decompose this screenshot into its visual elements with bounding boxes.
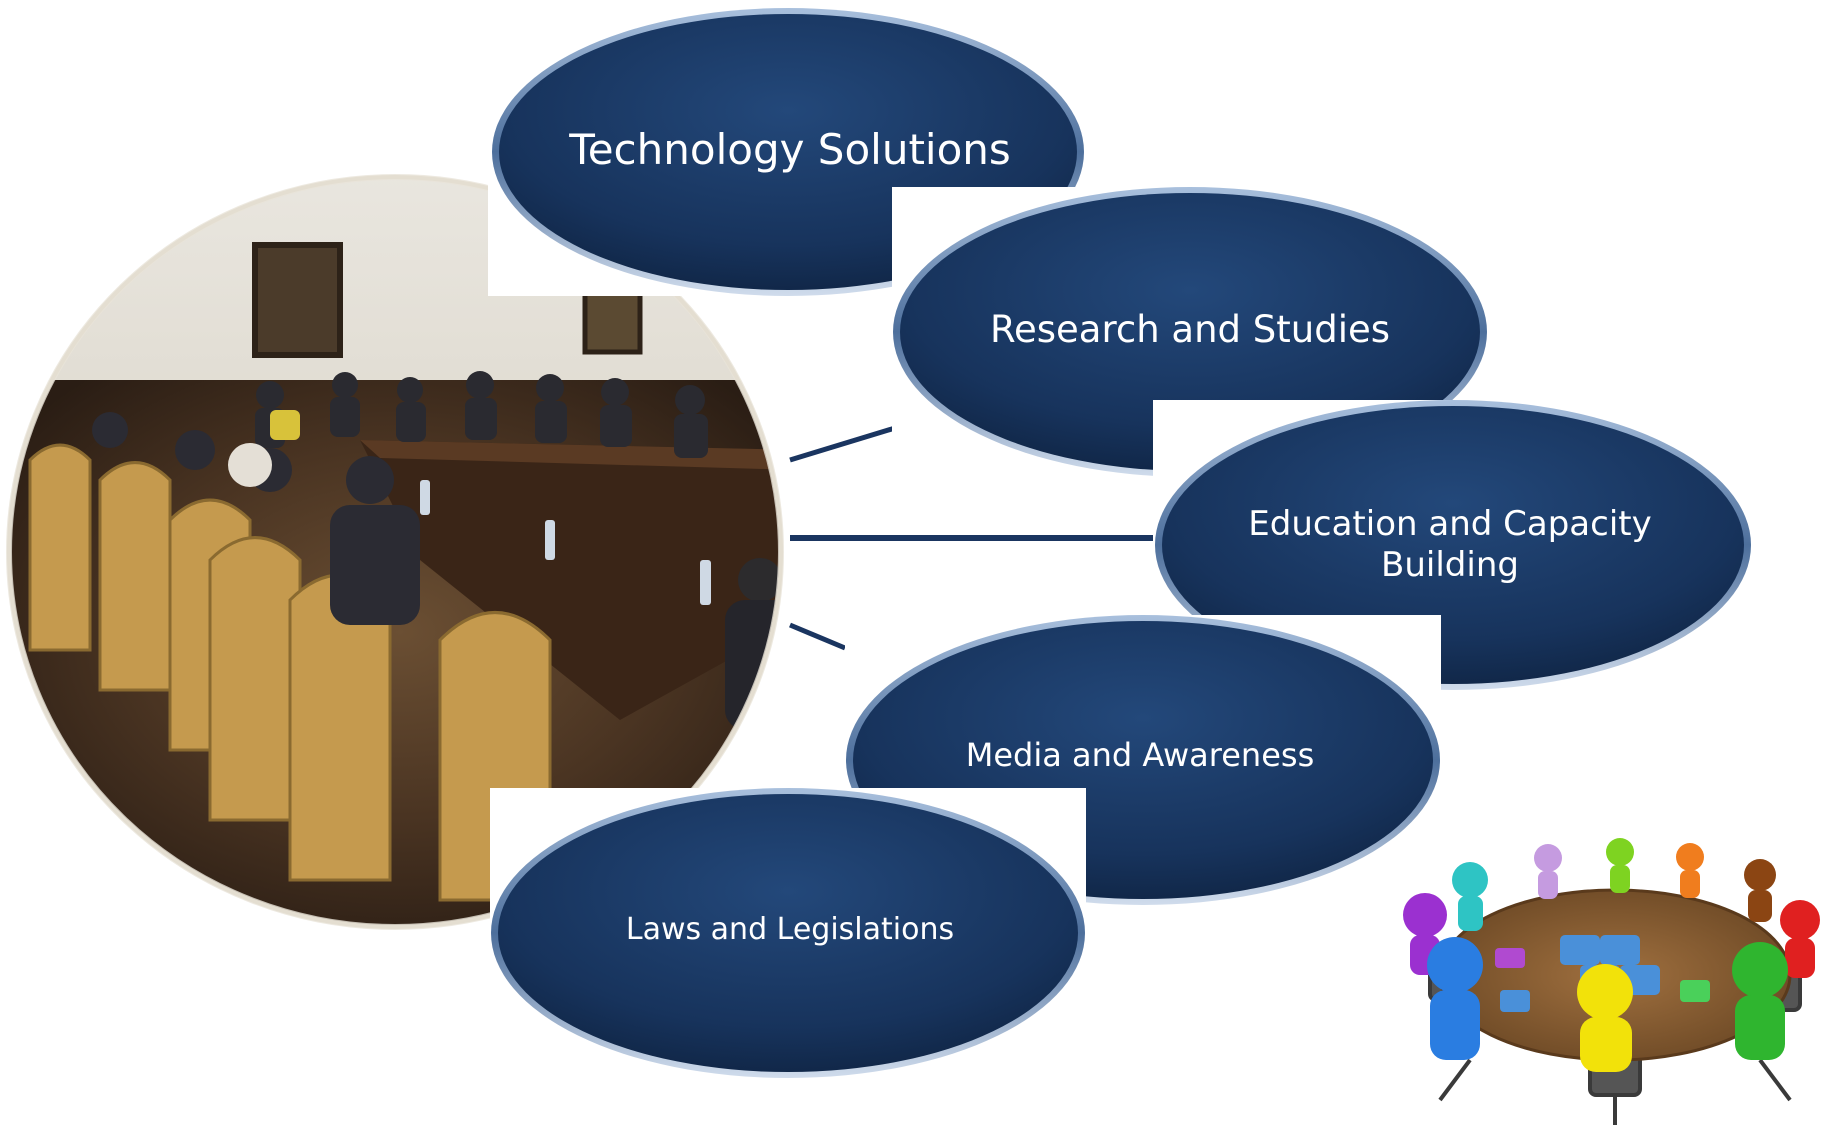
label-education-and-capacity-building: Education and Capacity Building <box>1248 504 1652 585</box>
figure-red <box>1780 900 1820 978</box>
label-research-and-studies: Research and Studies <box>989 307 1391 351</box>
figure-lime <box>1606 838 1634 893</box>
figure-green <box>1732 942 1788 1060</box>
figure-blue <box>1427 937 1483 1060</box>
figure-yellow <box>1577 964 1633 1072</box>
connector-media <box>789 622 846 651</box>
round-table-clipart <box>1403 838 1820 1125</box>
connector-research <box>789 425 896 463</box>
ellipse-laws <box>490 788 1086 1078</box>
figure-brown <box>1744 859 1776 922</box>
figure-lilac <box>1534 844 1562 899</box>
label-laws-and-legislations: Laws and Legislations <box>625 912 955 947</box>
label-technology-solutions: Technology Solutions <box>569 124 1011 174</box>
connector-lines <box>789 425 1165 651</box>
figure-teal <box>1452 862 1488 931</box>
figure-orange <box>1676 843 1704 898</box>
meeting-photo <box>6 174 784 930</box>
label-media-and-awareness: Media and Awareness <box>965 735 1315 774</box>
